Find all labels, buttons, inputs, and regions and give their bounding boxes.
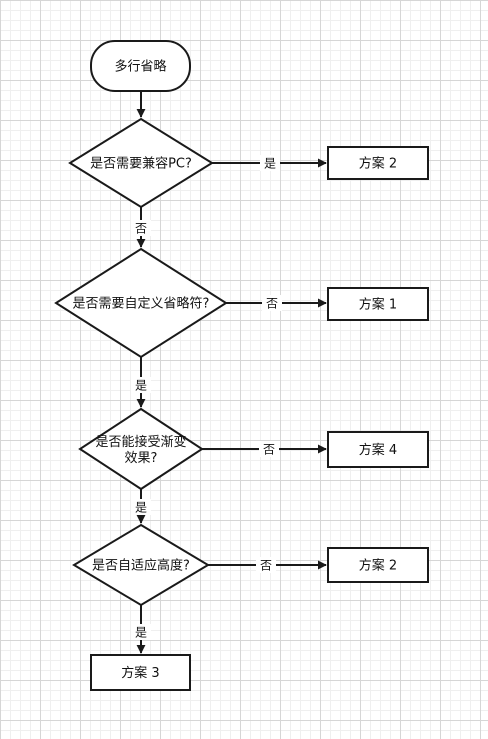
decision-pc-label: 是否需要兼容PC?: [90, 156, 192, 172]
decision-gradient-label-line1: 是否能接受渐变: [95, 434, 186, 450]
decision-custom-ellipsis: [54, 247, 228, 359]
edge-label-pc-yes: 是: [264, 157, 276, 171]
edge-label-height-no: 否: [260, 559, 272, 573]
edge-label-custom-no: 否: [266, 297, 278, 311]
plan-3-box: [90, 654, 191, 691]
plan-2-bottom-label: 方案 2: [359, 558, 397, 574]
start-node: [90, 40, 191, 92]
edge-label-gradient-yes: 是: [135, 501, 147, 515]
edge-label-height-yes: 是: [135, 626, 147, 640]
plan-4-label: 方案 4: [359, 442, 397, 458]
plan-4-box: [327, 431, 429, 468]
start-node-label: 多行省略: [114, 59, 166, 75]
plan-1-label: 方案 1: [359, 297, 397, 313]
decision-gradient-label-line2: 效果?: [125, 451, 158, 466]
decision-pc: [68, 117, 214, 209]
edge-label-pc-no: 否: [135, 222, 147, 236]
plan-2-bottom-box: [327, 547, 429, 583]
plan-2-top-box: [327, 146, 429, 180]
decision-auto-height-label: 是否自适应高度?: [92, 558, 190, 574]
decision-gradient: [78, 407, 204, 491]
edge-label-gradient-no: 否: [263, 443, 275, 457]
edge-label-custom-yes: 是: [135, 379, 147, 393]
decision-custom-ellipsis-label: 是否需要自定义省略符?: [73, 296, 210, 312]
decision-auto-height: [72, 523, 210, 607]
plan-2-top-label: 方案 2: [359, 156, 397, 172]
plan-3-label: 方案 3: [121, 665, 159, 681]
plan-1-box: [327, 287, 429, 321]
